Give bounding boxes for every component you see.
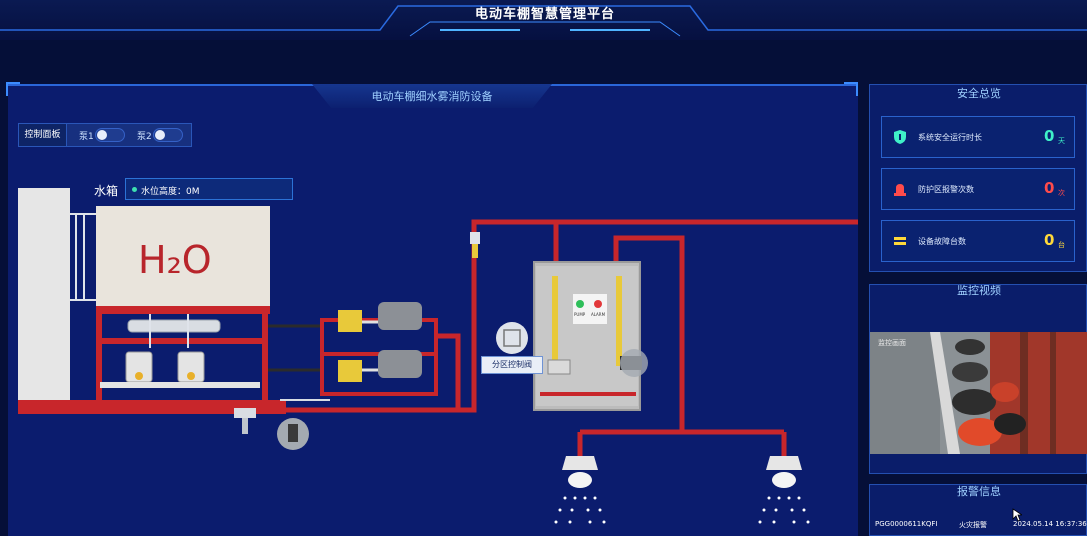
stat-unit: 天 xyxy=(1058,137,1065,145)
water-tank[interactable] xyxy=(96,206,270,306)
pump1-label: 泵1 xyxy=(79,132,94,142)
alarm-id: PGG0000611KQFI xyxy=(875,520,938,528)
control-panel: 控制面板 泵1 泵2 xyxy=(18,123,192,147)
alarm-time: 2024.05.14 16:37:36 xyxy=(1013,520,1087,528)
main-title-tab xyxy=(312,84,552,108)
video-frame xyxy=(870,332,1087,454)
mouse-cursor-icon xyxy=(1012,508,1022,522)
pump2-label: 泵2 xyxy=(137,132,152,142)
safety-overview-title: 安全总览 xyxy=(957,87,1001,100)
toggle-knob xyxy=(97,130,107,140)
sprinkler-head[interactable] xyxy=(758,456,810,524)
main-panel-title: 电动车棚细水雾消防设备 xyxy=(371,90,493,103)
stat-label: 设备故障台数 xyxy=(918,237,966,246)
surveillance-video[interactable]: 监控画面 xyxy=(870,332,1087,454)
stat-unit: 次 xyxy=(1058,189,1065,197)
tank-base xyxy=(18,306,286,414)
pump1-toggle[interactable] xyxy=(95,128,125,142)
status-dot xyxy=(132,187,137,192)
alarm-panel-title: 报警信息 xyxy=(957,485,1001,498)
page-title: 电动车棚智慧管理平台 xyxy=(474,7,615,22)
stat-value: 0 xyxy=(1044,231,1055,249)
alarm-icon xyxy=(894,184,906,196)
filter-pipe xyxy=(127,319,221,333)
zone-valve-label[interactable]: 分区控制阀 xyxy=(481,356,543,374)
header-title-area: 电动车棚智慧管理平台 xyxy=(405,0,685,36)
alarm-type: 火灾报警 xyxy=(959,521,987,529)
tank-h2o-text: H₂O xyxy=(138,238,212,282)
header xyxy=(0,0,1087,40)
panel-corner xyxy=(844,82,858,96)
water-level-text: 水位高度：0M xyxy=(141,187,200,197)
booster-pump[interactable] xyxy=(177,351,205,383)
zone-valve-icon[interactable] xyxy=(496,322,528,354)
stat-card-alarms[interactable]: 防护区报警次数 0 次 xyxy=(881,168,1075,210)
stat-card-runtime[interactable]: 系统安全运行时长 0 天 xyxy=(881,116,1075,158)
stat-label: 防护区报警次数 xyxy=(918,185,974,194)
indicator-label-1: PUMP xyxy=(574,312,586,317)
pump2-toggle[interactable] xyxy=(153,128,183,142)
tank-frame xyxy=(70,213,96,301)
stat-label: 系统安全运行时长 xyxy=(918,133,982,142)
equipment-cabinet xyxy=(18,188,70,402)
stat-unit: 台 xyxy=(1058,241,1065,249)
booster-pump[interactable] xyxy=(125,351,153,383)
water-pipe xyxy=(286,219,858,456)
shield-icon xyxy=(894,130,906,144)
video-panel-title: 监控视频 xyxy=(957,284,1001,297)
tank-label: 水箱 xyxy=(94,184,119,198)
stat-value: 0 xyxy=(1044,127,1055,145)
fault-icon xyxy=(894,237,906,245)
stat-value: 0 xyxy=(1044,179,1055,197)
camera-label: 监控画面 xyxy=(878,339,906,347)
panel-corner xyxy=(6,82,20,96)
toggle-knob xyxy=(155,130,165,140)
alarm-row[interactable]: PGG0000611KQFI 火灾报警 2024.05.14 16:37:36 xyxy=(875,520,1087,529)
stat-card-faults[interactable]: 设备故障台数 0 台 xyxy=(881,220,1075,262)
control-panel-label: 控制面板 xyxy=(19,124,67,146)
header-frame xyxy=(0,5,1087,37)
high-pressure-pump-unit[interactable] xyxy=(320,302,438,396)
indicator-label-2: ALARM xyxy=(591,312,606,317)
zone-control-valve-box[interactable] xyxy=(533,261,648,411)
water-level-box: 水位高度：0M xyxy=(125,178,293,200)
sprinkler-head[interactable] xyxy=(554,456,606,524)
fire-system-diagram xyxy=(18,188,858,524)
